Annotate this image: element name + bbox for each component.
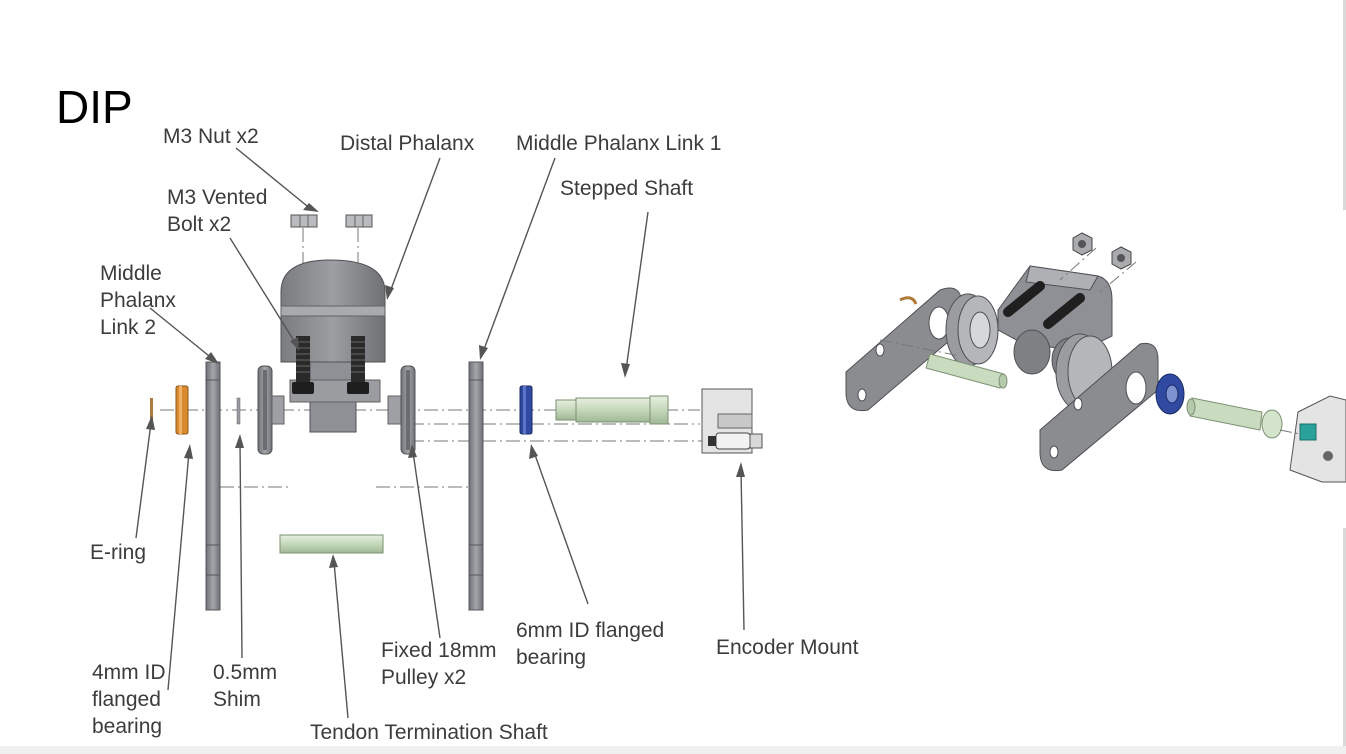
label-shim-line2: Shim [213,688,261,711]
label-6mm-bearing-line1: 6mm ID flanged [516,619,665,642]
middle-link-2-part [205,361,221,611]
label-m3-vented-bolt-line2: Bolt x2 [167,213,232,236]
label-tendon-termination-shaft: Tendon Termination Shaft [310,721,548,744]
pulley-right-part [387,365,416,455]
label-pulley-line2: Pulley x2 [381,666,467,689]
leader-arrowheads [146,203,745,568]
label-e-ring: E-ring [90,541,147,564]
e-ring-part [150,398,153,422]
label-shim-line1: 0.5mm [213,661,278,684]
leader-lines [135,147,745,719]
label-m3-nut: M3 Nut x2 [163,125,259,148]
shim-part [236,397,241,425]
label-pulley-line1: Fixed 18mm [381,639,497,662]
label-m3-vented-bolt-line1: M3 Vented [167,186,268,209]
slide-edge-right-bottom [1343,528,1346,754]
label-6mm-bearing-line2: bearing [516,646,587,669]
label-4mm-bearing-line1: 4mm ID [92,661,166,684]
slide-edge-right-top [1343,0,1346,210]
stepped-shaft-part [555,395,669,425]
label-encoder-mount: Encoder Mount [716,636,859,659]
nuts-part [290,214,373,228]
bearing-4mm-part [175,385,189,435]
isometric-assembly-render [845,232,1346,483]
label-middle-phalanx-link-2-line1: Middle [100,262,162,285]
label-4mm-bearing-line2: flanged [92,688,161,711]
label-4mm-bearing-line3: bearing [92,715,163,738]
label-middle-phalanx-link-2-line3: Link 2 [100,316,157,339]
label-stepped-shaft: Stepped Shaft [560,177,694,200]
label-middle-phalanx-link-1: Middle Phalanx Link 1 [516,132,722,155]
slide-title: DIP [56,81,133,133]
bearing-6mm-part [519,385,533,435]
pulley-left-part [257,365,285,455]
tendon-shaft-part [279,534,384,554]
slide-edge-bottom [0,746,1346,754]
label-middle-phalanx-link-2-line2: Phalanx [100,289,176,312]
label-distal-phalanx: Distal Phalanx [340,132,475,155]
encoder-mount-part [701,388,763,454]
middle-link-1-part [468,361,484,611]
construction-lines [160,228,760,488]
bolts-part [292,336,369,394]
